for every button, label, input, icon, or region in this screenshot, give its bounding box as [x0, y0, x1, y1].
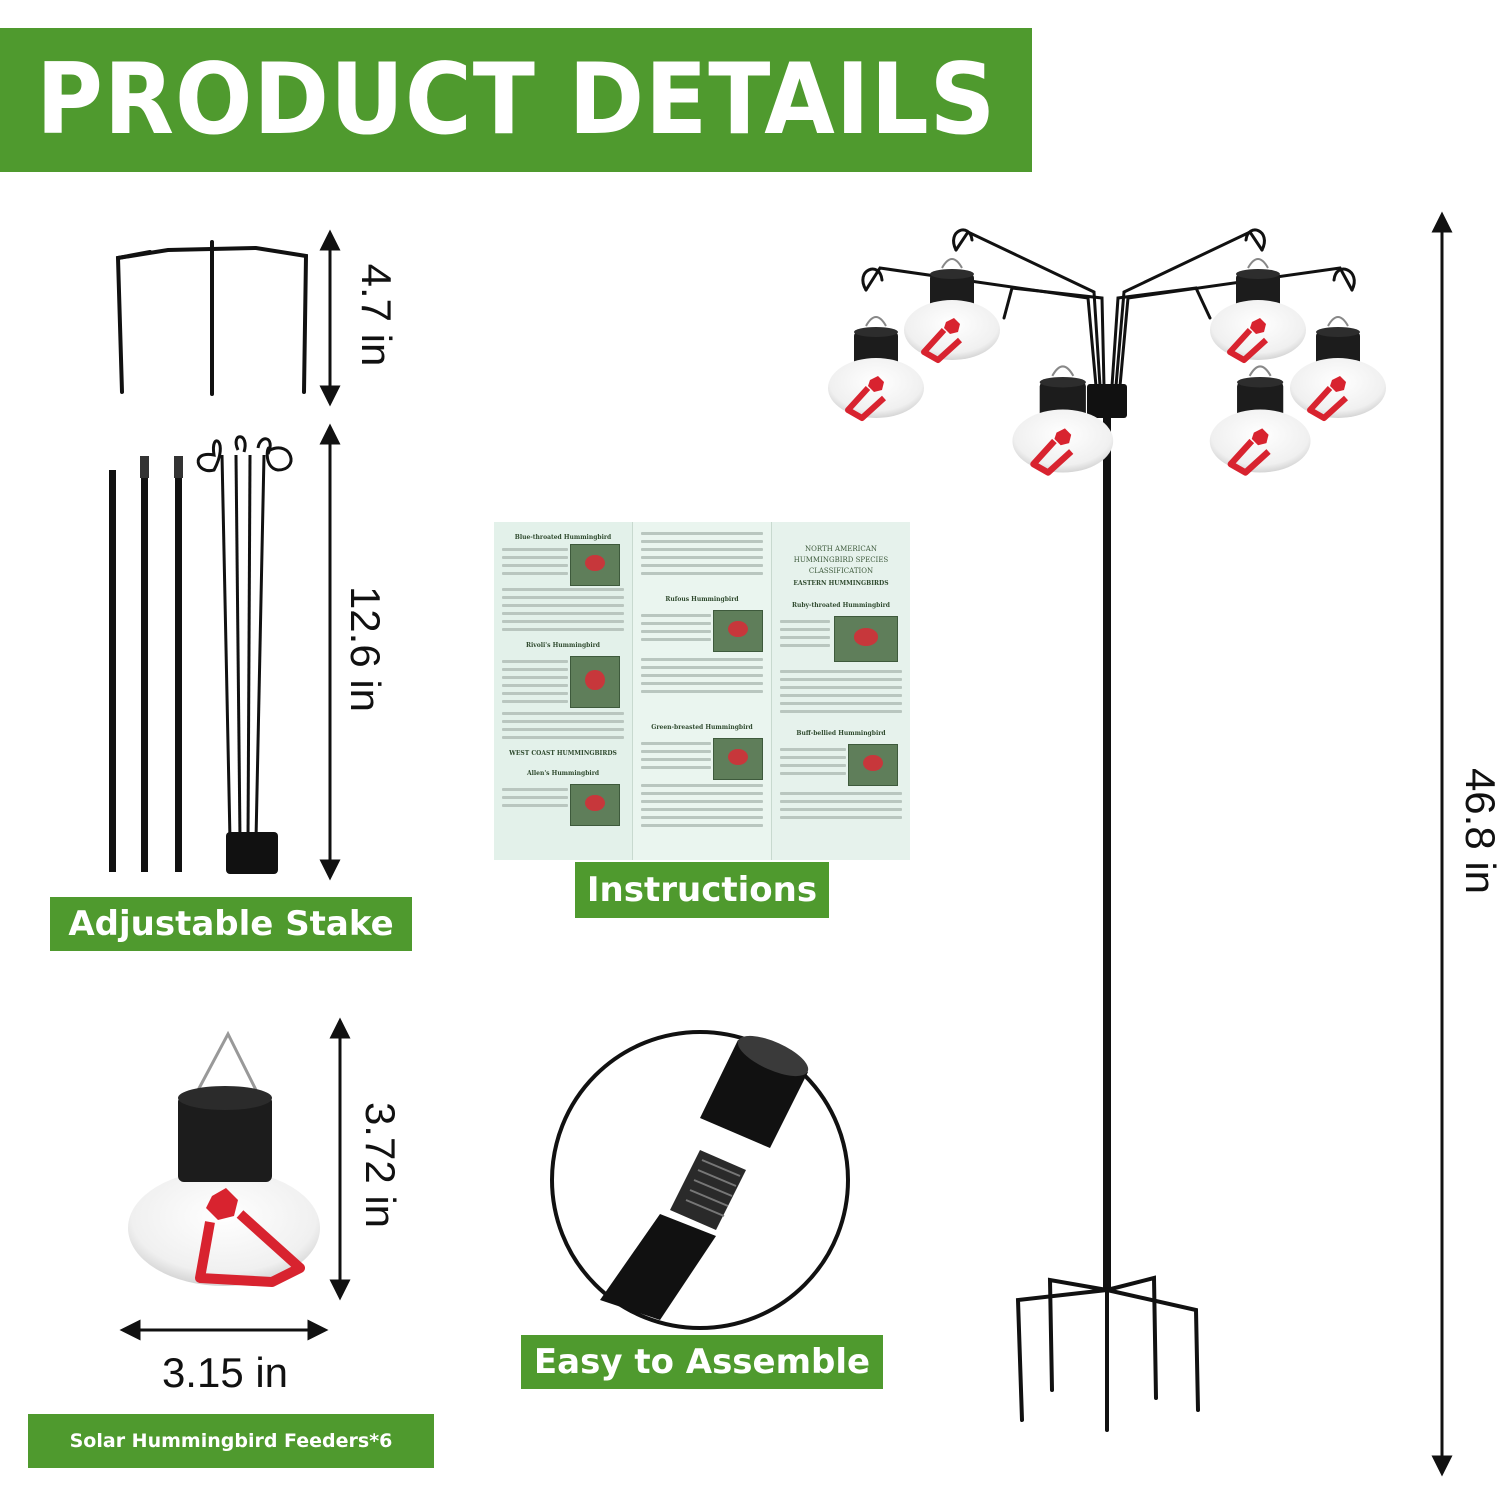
dim-label-total-height: 46.8 in — [1457, 767, 1498, 895]
bird-photo — [848, 744, 898, 786]
dim-label-stake-base: 4.7 in — [353, 263, 400, 367]
leaflet-panel-3: NORTH AMERICAN HUMMINGBIRD SPECIES CLASS… — [772, 522, 910, 860]
label-solar-feeders: Solar Hummingbird Feeders*6 — [28, 1414, 434, 1468]
instruction-leaflet: Blue-throated Hummingbird Rivoli's Hummi… — [494, 522, 910, 860]
label-instructions-text: Instructions — [586, 870, 818, 910]
leaflet-p3-sub2: Buff-bellied Hummingbird — [796, 730, 886, 737]
dim-label-stake-rods: 12.6 in — [342, 585, 389, 713]
dim-label-feeder-width: 3.15 in — [161, 1349, 289, 1396]
tall-pole-drawing — [828, 228, 1386, 1432]
bird-photo — [570, 784, 620, 826]
label-adjustable-stake-text: Adjustable Stake — [68, 904, 394, 944]
bird-photo — [713, 610, 763, 652]
product-details-banner: PRODUCT DETAILS — [0, 28, 1032, 172]
hook-base-cap — [226, 832, 278, 874]
banner-title: PRODUCT DETAILS — [35, 43, 997, 157]
leaflet-p1-sub2: WEST COAST HUMMINGBIRDS — [509, 750, 617, 757]
hook-bundle-drawing — [196, 435, 293, 841]
dim-label-feeder-height: 3.72 in — [357, 1101, 404, 1229]
bird-photo — [713, 738, 763, 780]
leaflet-panel-1: Blue-throated Hummingbird Rivoli's Hummi… — [494, 522, 633, 860]
leaflet-p1-sub3: Allen's Hummingbird — [526, 770, 600, 777]
bird-photo — [834, 616, 898, 662]
label-solar-feeders-text: Solar Hummingbird Feeders*6 — [69, 1430, 393, 1452]
stake-base-drawing — [115, 240, 309, 396]
leaflet-p3-sub1: Ruby-throated Hummingbird — [792, 602, 890, 609]
leaflet-p2-sub2: Green-breasted Hummingbird — [651, 724, 753, 731]
bird-photo — [570, 544, 620, 586]
leaflet-p1-sub1: Rivoli's Hummingbird — [525, 642, 600, 649]
leaflet-p2-sub1: Rufous Hummingbird — [665, 596, 739, 603]
single-feeder-drawing — [128, 1030, 320, 1287]
label-adjustable-stake: Adjustable Stake — [50, 897, 412, 951]
label-instructions: Instructions — [575, 862, 829, 918]
leaflet-panel-2: Rufous Hummingbird Green-breasted Hummin… — [633, 522, 772, 860]
label-easy-to-assemble: Easy to Assemble — [521, 1335, 883, 1389]
leaflet-p3-title: NORTH AMERICAN HUMMINGBIRD SPECIES CLASS… — [793, 545, 889, 575]
bird-photo — [570, 656, 620, 708]
leaflet-p3-sub0: EASTERN HUMMINGBIRDS — [793, 580, 889, 587]
leaflet-p1-title: Blue-throated Hummingbird — [514, 534, 612, 541]
assembly-detail-circle — [550, 1030, 850, 1330]
stake-rods-drawing — [109, 456, 183, 872]
label-easy-to-assemble-text: Easy to Assemble — [533, 1342, 871, 1382]
